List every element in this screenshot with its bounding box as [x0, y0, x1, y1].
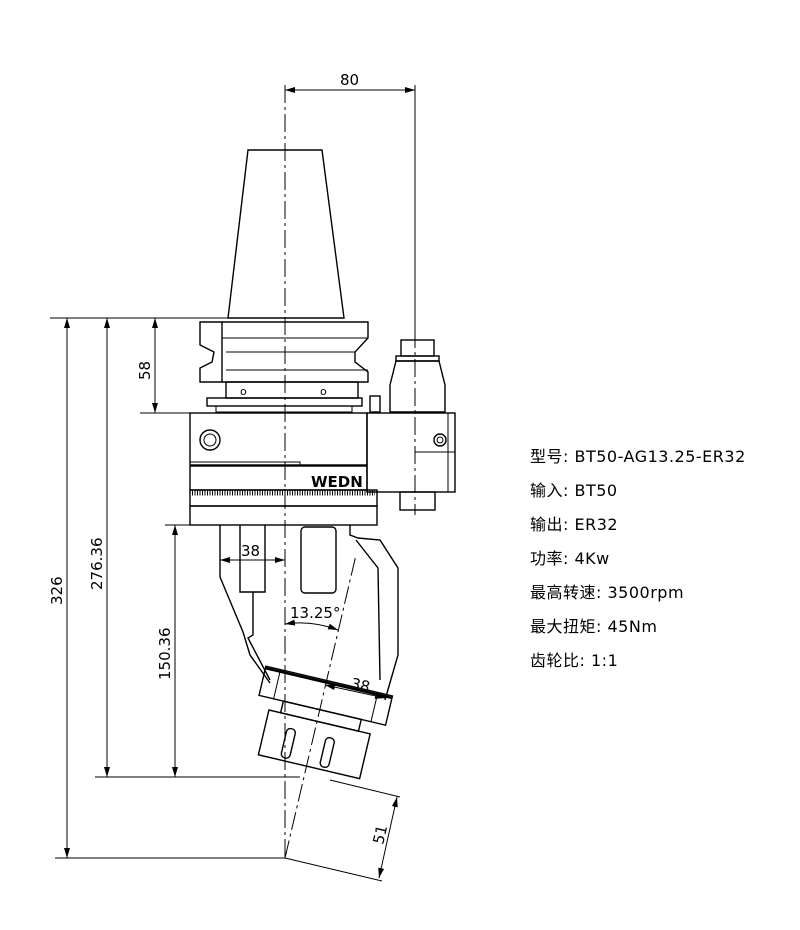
- dim-gauge-to-nose: 276.36: [88, 538, 106, 591]
- spec-value: BT50-AG13.25-ER32: [574, 447, 746, 466]
- dim-collet-length: 51: [369, 823, 391, 846]
- spec-list: 型号: BT50-AG13.25-ER32 输入: BT50 输出: ER32 …: [530, 440, 746, 678]
- spec-max-speed: 最高转速: 3500rpm: [530, 576, 746, 610]
- output-head: [257, 665, 394, 780]
- spec-value: 1:1: [591, 651, 619, 670]
- spec-value: 3500rpm: [607, 583, 685, 602]
- housing-body: WEDN: [189, 412, 456, 526]
- spec-label: 输出:: [530, 515, 569, 534]
- dim-body-to-nose: 150.36: [156, 628, 174, 681]
- dim-overall-length: 326: [48, 576, 66, 605]
- dim-head-width: 38: [349, 674, 372, 696]
- angle-arm: [219, 525, 399, 701]
- brand-mark: WEDN: [311, 473, 363, 491]
- stop-block: [389, 339, 446, 511]
- spec-gear-ratio: 齿轮比: 1:1: [530, 644, 746, 678]
- output-axis-centerline: [284, 554, 357, 859]
- bt50-taper: [227, 149, 345, 319]
- spec-label: 最高转速:: [530, 583, 602, 602]
- svg-text:o: o: [240, 385, 247, 398]
- spec-model: 型号: BT50-AG13.25-ER32: [530, 440, 746, 474]
- tool-flange: o o: [199, 321, 381, 413]
- spec-value: 45Nm: [607, 617, 658, 636]
- dim-top-width: 80: [340, 71, 359, 89]
- collet-nut: [257, 709, 371, 780]
- spec-value: 4Kw: [574, 549, 610, 568]
- spec-power: 功率: 4Kw: [530, 542, 746, 576]
- spec-label: 型号:: [530, 447, 569, 466]
- spec-value: ER32: [574, 515, 619, 534]
- spec-output: 输出: ER32: [530, 508, 746, 542]
- svg-text:o: o: [320, 385, 327, 398]
- spec-value: BT50: [574, 481, 618, 500]
- dim-tilt-angle: 13.25°: [290, 604, 340, 622]
- spec-label: 最大扭矩:: [530, 617, 602, 636]
- spec-label: 输入:: [530, 481, 569, 500]
- spec-input: 输入: BT50: [530, 474, 746, 508]
- dim-flange-height: 58: [136, 361, 154, 380]
- spec-label: 功率:: [530, 549, 569, 568]
- spec-label: 齿轮比:: [530, 651, 586, 670]
- spec-max-torque: 最大扭矩: 45Nm: [530, 610, 746, 644]
- dim-leg-width: 38: [241, 542, 260, 560]
